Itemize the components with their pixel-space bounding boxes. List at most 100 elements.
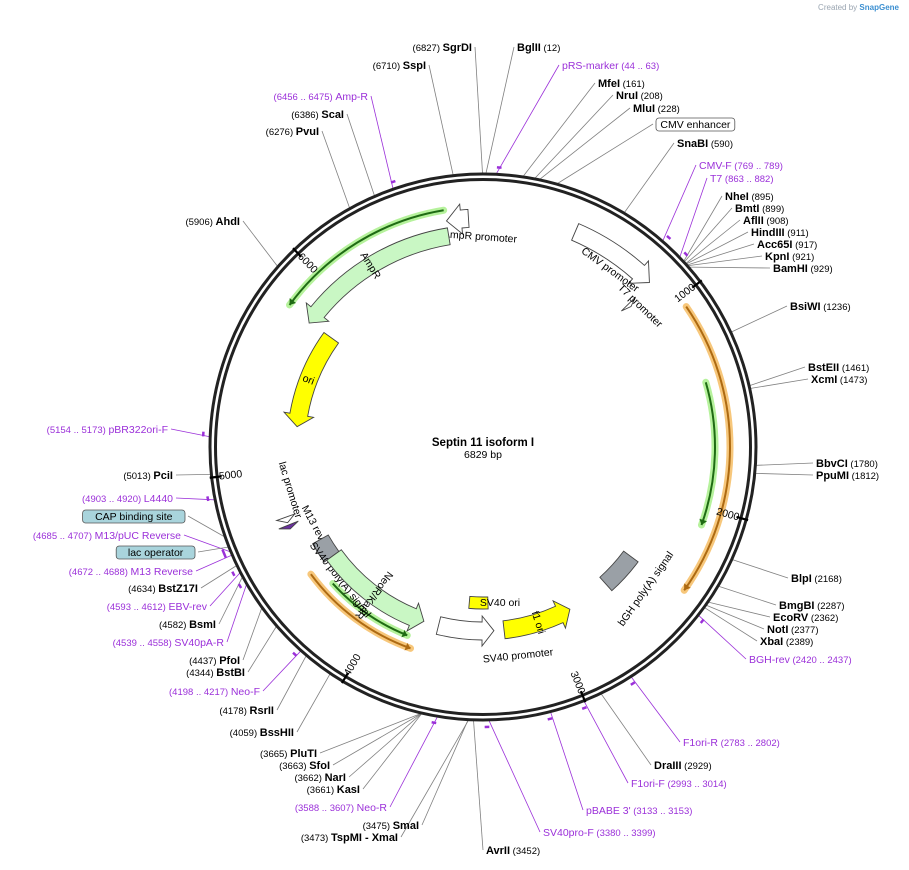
primer-label-pbabe-3[interactable]: pBABE 3' (3133 .. 3153) [586, 805, 692, 817]
leader-ebv-rev [209, 572, 241, 607]
label-position: (2168) [812, 574, 842, 585]
feature-f1-ori[interactable] [502, 599, 571, 640]
backbone [208, 172, 758, 722]
primer-label-f1ori-f[interactable]: F1ori-F (2993 .. 3014) [631, 778, 727, 790]
feature-neor-kanr[interactable] [326, 549, 425, 632]
label-position: (3452) [510, 846, 540, 857]
feature-sv40-promoter[interactable] [435, 614, 495, 648]
enzyme-label-bsshii[interactable]: (4059) BssHII [230, 727, 294, 739]
label-position: (2420 .. 2437) [790, 655, 852, 666]
orf-arc[interactable] [288, 209, 444, 306]
primer-label-sv40pa-r[interactable]: (4539 .. 4558) SV40pA-R [113, 637, 225, 649]
enzyme-label-ppumi[interactable]: PpuMI (1812) [816, 470, 879, 482]
primer-label-prs-marker[interactable]: pRS-marker (44 .. 63) [562, 60, 659, 72]
enzyme-label-ecorv[interactable]: EcoRV (2362) [773, 612, 838, 624]
enzyme-label-bmgbi[interactable]: BmgBI (2287) [779, 600, 845, 612]
leader-sgrdi [474, 46, 483, 174]
label-name: EBV-rev [168, 601, 207, 613]
feature-tag-text: lac operator [128, 547, 184, 559]
enzyme-label-acc65i[interactable]: Acc65I (917) [757, 239, 817, 251]
label-text: (4539 .. 4558) SV40pA-R [113, 637, 225, 649]
primer-label-pbr322ori-f[interactable]: (5154 .. 5173) pBR322ori-F [47, 424, 168, 436]
enzyme-label-bamhi[interactable]: BamHI (929) [773, 263, 833, 275]
label-position: (3661) [307, 785, 337, 796]
enzyme-label-kasi[interactable]: (3661) KasI [307, 784, 360, 796]
feature-ori[interactable] [282, 331, 340, 428]
feature-tag-cmv-enhancer[interactable]: CMV enhancer [655, 117, 736, 132]
enzyme-label-sfoi[interactable]: (3663) SfoI [279, 760, 330, 772]
feature-lac-promoter[interactable] [275, 513, 296, 524]
enzyme-label-bstbi[interactable]: (4344) BstBI [186, 667, 245, 679]
enzyme-label-smai[interactable]: (3475) SmaI [363, 820, 419, 832]
enzyme-label-bbvci[interactable]: BbvCI (1780) [816, 458, 878, 470]
enzyme-label-kpni[interactable]: KpnI (921) [765, 251, 814, 263]
enzyme-label-pvui[interactable]: (6276) PvuI [266, 126, 319, 138]
primer-mark-cmv-f [666, 234, 672, 240]
feature-cmv-promoter[interactable] [571, 223, 650, 284]
tick-mark-5000 [209, 475, 222, 479]
label-name: AvrII [486, 845, 510, 857]
enzyme-label-bsiwi[interactable]: BsiWI (1236) [790, 301, 851, 313]
enzyme-label-scai[interactable]: (6386) ScaI [291, 109, 344, 121]
primer-label-amp-r[interactable]: (6456 .. 6475) Amp-R [274, 91, 369, 103]
feature-ampr-promoter[interactable] [445, 202, 470, 236]
enzyme-label-bsteii[interactable]: BstEII (1461) [808, 362, 869, 374]
primer-label-m13-puc-reverse[interactable]: (4685 .. 4707) M13/pUC Reverse [33, 530, 181, 542]
enzyme-label-aflii[interactable]: AflII (908) [743, 215, 789, 227]
enzyme-label-hindiii[interactable]: HindIII (911) [751, 227, 809, 239]
primer-label-cmv-f[interactable]: CMV-F (769 .. 789) [699, 160, 783, 172]
enzyme-label-sspi[interactable]: (6710) SspI [373, 60, 426, 72]
primer-label-sv40pro-f[interactable]: SV40pro-F (3380 .. 3399) [543, 827, 656, 839]
feature-t7-promoter[interactable] [621, 296, 637, 312]
enzyme-label-pfoi[interactable]: (4437) PfoI [189, 655, 240, 667]
enzyme-label-xcmi[interactable]: XcmI (1473) [811, 374, 867, 386]
enzyme-label-nari[interactable]: (3662) NarI [294, 772, 346, 784]
enzyme-label-ahdi[interactable]: (5906) AhdI [185, 216, 240, 228]
label-name: TspMI [331, 832, 362, 844]
feature-sv40-poly-a-signal[interactable] [311, 534, 340, 563]
primer-label-t7[interactable]: T7 (863 .. 882) [710, 173, 774, 185]
primer-label-m13-reverse[interactable]: (4672 .. 4688) M13 Reverse [69, 566, 193, 578]
enzyme-label-tspmi[interactable]: (3473) TspMI - XmaI [301, 832, 398, 844]
feature-sv40-ori[interactable] [468, 595, 489, 610]
enzyme-label-draiii[interactable]: DraIII (2929) [654, 760, 712, 772]
enzyme-label-pluti[interactable]: (3665) PluTI [260, 748, 317, 760]
enzyme-label-snabi[interactable]: SnaBI (590) [677, 138, 733, 150]
enzyme-label-bsmi[interactable]: (4582) BsmI [159, 619, 216, 631]
enzyme-label-bstz17i[interactable]: (4634) BstZ17I [128, 583, 198, 595]
orf-arc[interactable] [700, 382, 716, 526]
feature-label-ori: ori [301, 372, 316, 387]
label-name: KpnI [765, 251, 789, 263]
orf-arc[interactable] [310, 573, 411, 650]
primer-label-f1ori-r[interactable]: F1ori-R (2783 .. 2802) [683, 737, 780, 749]
feature-m13-rev[interactable] [278, 520, 299, 530]
enzyme-label-xbai[interactable]: XbaI (2389) [760, 636, 813, 648]
enzyme-label-mfei[interactable]: MfeI (161) [598, 78, 645, 90]
label-extra: - XmaI [362, 832, 398, 844]
enzyme-label-bmti[interactable]: BmtI (899) [735, 203, 784, 215]
feature-ampr[interactable] [305, 227, 451, 324]
enzyme-label-avrii[interactable]: AvrII (3452) [486, 845, 540, 857]
primer-label-ebv-rev[interactable]: (4593 .. 4612) EBV-rev [107, 601, 208, 613]
enzyme-label-bglii[interactable]: BglII (12) [517, 42, 560, 54]
orf-arc[interactable] [683, 306, 731, 591]
primer-label-l4440[interactable]: (4903 .. 4920) L4440 [82, 493, 173, 505]
feature-label-m13-rev: M13 rev [299, 503, 328, 543]
primer-label-bgh-rev[interactable]: BGH-rev (2420 .. 2437) [749, 654, 852, 666]
enzyme-label-nrui[interactable]: NruI (208) [616, 90, 663, 102]
label-text: (4582) BsmI [159, 619, 216, 631]
label-position: (2362) [808, 613, 838, 624]
enzyme-label-pcii[interactable]: (5013) PciI [123, 470, 173, 482]
enzyme-label-noti[interactable]: NotI (2377) [767, 624, 819, 636]
primer-label-neo-r[interactable]: (3588 .. 3607) Neo-R [295, 802, 388, 814]
primer-label-neo-f[interactable]: (4198 .. 4217) Neo-F [169, 686, 260, 698]
enzyme-label-sgrdi[interactable]: (6827) SgrDI [413, 42, 472, 54]
feature-tag-lac-operator[interactable]: lac operator [115, 545, 196, 560]
feature-tag-cap-binding-site[interactable]: CAP binding site [82, 509, 186, 524]
orf-arc[interactable] [332, 582, 408, 637]
enzyme-label-mlui[interactable]: MluI (228) [633, 103, 680, 115]
enzyme-label-rsrii[interactable]: (4178) RsrII [219, 705, 274, 717]
feature-bgh-poly-a-signal[interactable] [599, 550, 639, 592]
enzyme-label-blpi[interactable]: BlpI (2168) [791, 573, 842, 585]
enzyme-label-nhei[interactable]: NheI (895) [725, 191, 774, 203]
